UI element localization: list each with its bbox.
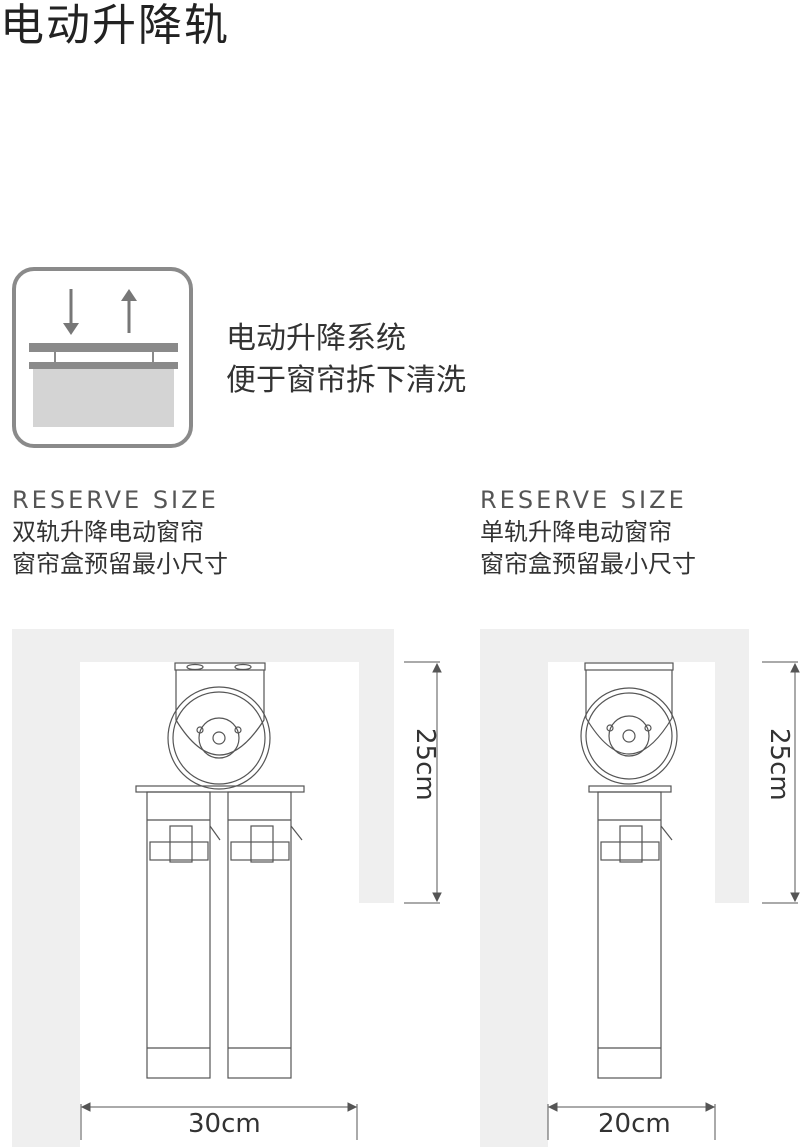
right-curtain-box <box>480 629 749 1147</box>
right-width-dimension <box>547 1102 716 1140</box>
right-height-dimension <box>762 661 800 904</box>
left-height-label: 25cm <box>410 728 440 801</box>
left-height-dimension <box>404 661 442 904</box>
page-title: 电动升降轨 <box>0 0 230 51</box>
right-track-assembly <box>580 662 678 1079</box>
feature-description: 电动升降系统 便于窗帘拆下清洗 <box>226 318 466 402</box>
left-spec: RESERVE SIZE 双轨升降电动窗帘 窗帘盒预留最小尺寸 <box>12 484 228 580</box>
right-spec-label: RESERVE SIZE <box>480 486 687 514</box>
left-width-label: 30cm <box>188 1109 261 1139</box>
left-spec-label: RESERVE SIZE <box>12 486 219 514</box>
feature-line-1: 电动升降系统 <box>226 321 406 356</box>
lift-arrows-icon <box>12 267 193 448</box>
left-width-dimension <box>80 1102 358 1140</box>
right-spec-line-2: 窗帘盒预留最小尺寸 <box>480 550 696 578</box>
right-height-label: 25cm <box>764 728 794 801</box>
right-spec: RESERVE SIZE 单轨升降电动窗帘 窗帘盒预留最小尺寸 <box>480 484 696 580</box>
right-width-label: 20cm <box>598 1109 671 1139</box>
left-spec-line-1: 双轨升降电动窗帘 <box>12 518 204 546</box>
left-spec-line-2: 窗帘盒预留最小尺寸 <box>12 550 228 578</box>
left-track-assembly <box>135 662 305 1079</box>
right-spec-line-1: 单轨升降电动窗帘 <box>480 518 672 546</box>
feature-line-2: 便于窗帘拆下清洗 <box>226 363 466 398</box>
left-curtain-box <box>12 629 394 1147</box>
